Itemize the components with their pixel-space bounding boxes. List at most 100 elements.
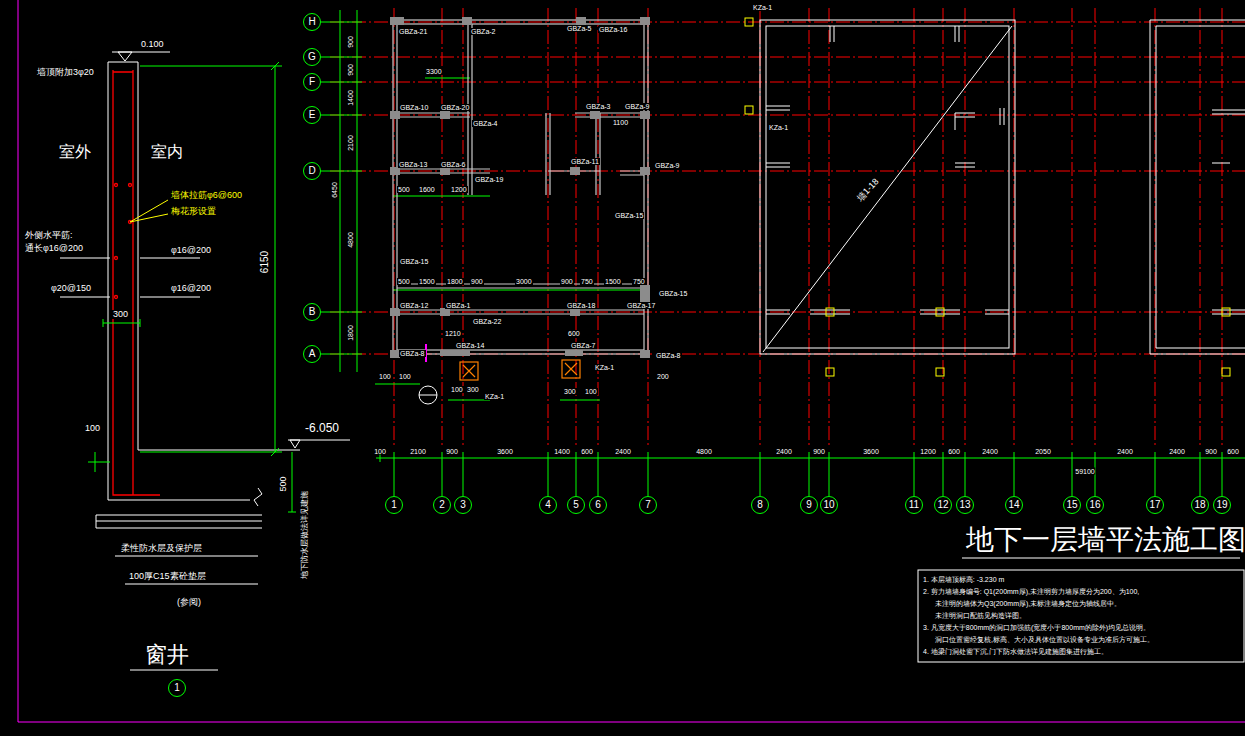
annotation-text: 2400 — [614, 448, 632, 455]
axis-label: 8 — [757, 500, 763, 510]
annotation-text: 1200 — [919, 448, 937, 455]
annotation-text: 900 — [470, 278, 484, 285]
annotation-text: 100 — [584, 388, 598, 395]
annotation-text: 600 — [580, 448, 594, 455]
axis-bubble: F — [303, 73, 321, 91]
axis-bubble: 2 — [433, 496, 451, 514]
annotation-text: GBZa-2 — [470, 28, 497, 35]
axis-label: G — [308, 52, 316, 62]
annotation-text: 墙顶附加3φ20 — [36, 68, 95, 77]
walls — [393, 20, 648, 354]
axis-label: 19 — [1216, 500, 1227, 510]
axis-bubble: 9 — [800, 496, 818, 514]
annotation-text: 300 — [466, 386, 480, 393]
annotation-text: 1500 — [418, 278, 436, 285]
axis-label: H — [308, 17, 315, 27]
annotation-text: GBZa-11 — [570, 158, 600, 165]
axis-bubble: G — [303, 48, 321, 66]
annotation-text: GBZa-10 — [399, 104, 429, 111]
annotation-text: 2100 — [347, 134, 354, 152]
axis-bubble: A — [303, 345, 321, 363]
annotation-text: 900 — [560, 278, 574, 285]
annotation-text: 100 — [450, 386, 464, 393]
annotation-text: 2400 — [1168, 448, 1186, 455]
axis-bubble: 8 — [751, 496, 769, 514]
axis-bubble: B — [303, 303, 321, 321]
annotation-text: 900 — [347, 35, 354, 49]
annotation-text: 100 — [84, 424, 101, 433]
axis-label: 13 — [959, 500, 970, 510]
axis-label: 3 — [460, 500, 466, 510]
annotation-text: 750 — [632, 278, 646, 285]
annotation-text: 墙1-18 — [855, 176, 881, 203]
annotation-text: GBZa-19 — [474, 176, 504, 183]
axis-bubble: H — [303, 13, 321, 31]
axis-bubble: 1 — [168, 679, 186, 697]
dimension-lines — [321, 10, 1245, 496]
axis-bubble: 7 — [639, 496, 657, 514]
axis-label: 4 — [545, 500, 551, 510]
annotation-text: 100 — [373, 448, 387, 455]
annotation-text: 2400 — [775, 448, 793, 455]
annotation-text: GBZa-16 — [598, 26, 628, 33]
kz-columns — [460, 360, 580, 380]
annotation-text: GBZa-6 — [440, 161, 467, 168]
annotation-text: 6450 — [331, 181, 338, 199]
axis-bubble: 19 — [1213, 496, 1231, 514]
annotation-text: 1600 — [418, 186, 436, 193]
annotation-text: 未注明洞口配筋见构造详图。 — [934, 612, 1027, 619]
annotation-text: GBZa-18 — [566, 302, 596, 309]
annotation-text: 1400 — [347, 89, 354, 107]
annotation-text: (参阅) — [176, 598, 202, 607]
annotation-text: GBZa-15 — [399, 258, 429, 265]
axis-label: 18 — [1194, 500, 1205, 510]
axis-label: 17 — [1149, 500, 1160, 510]
annotation-text: 未注明的墙体为Q3(200mm厚),未标注墙身定位为轴线居中。 — [934, 600, 1122, 607]
axis-label: A — [309, 349, 316, 359]
annotation-text: 4800 — [347, 231, 354, 249]
axis-bubble: 1 — [385, 496, 403, 514]
annotation-text: 2. 剪力墙墙身编号: Q1(200mm厚),未注明剪力墙厚度分为200、为10… — [922, 588, 1140, 595]
drawing-title: 地下一层墙平法施工图 — [966, 526, 1245, 554]
axis-label: B — [309, 307, 316, 317]
axis-bubble: 6 — [589, 496, 607, 514]
axis-bubble: 10 — [820, 496, 838, 514]
axis-bubble: 16 — [1086, 496, 1104, 514]
axis-bubble: 15 — [1063, 496, 1081, 514]
annotation-text: GBZa-21 — [398, 28, 428, 35]
annotation-text: GBZa-20 — [440, 104, 470, 111]
annotation-text: 600 — [947, 448, 961, 455]
annotation-text: GBZa-5 — [566, 25, 593, 32]
axis-label: 15 — [1066, 500, 1077, 510]
annotation-text: KZa-1 — [752, 4, 773, 11]
annotation-text: 3600 — [862, 448, 880, 455]
annotation-text: 梅花形设置 — [170, 207, 217, 216]
axis-label: 2 — [439, 500, 445, 510]
axis-bubble: 5 — [567, 496, 585, 514]
annotation-text: 900 — [347, 63, 354, 77]
annotation-text: 0.100 — [140, 40, 165, 49]
annotation-text: 窗井 — [144, 644, 190, 666]
annotation-text: 100 — [378, 373, 392, 380]
annotation-text: 100厚C15素砼垫层 — [128, 572, 207, 581]
annotation-text: GBZa-8 — [655, 352, 682, 359]
annotation-text: 4. 地梁门洞处需下沉,门下防水做法详见建施图集进行施工。 — [922, 648, 1109, 655]
axis-label: 14 — [1008, 500, 1019, 510]
annotation-text: GBZa-13 — [398, 161, 428, 168]
annotation-text: 4800 — [695, 448, 713, 455]
annotation-text: GBZa-22 — [472, 318, 502, 325]
annotation-text: 900 — [812, 448, 826, 455]
annotation-text: 59100 — [1074, 468, 1095, 475]
annotation-text: -6.050 — [304, 422, 340, 434]
annotation-text: GBZa-9 — [654, 162, 681, 169]
annotation-text: 500 — [397, 186, 411, 193]
annotation-text: KZa-1 — [594, 364, 615, 371]
annotation-text: φ20@150 — [50, 284, 92, 293]
annotation-text: KZa-1 — [484, 393, 505, 400]
annotation-text: 2100 — [409, 448, 427, 455]
annotation-text: GBZa-4 — [472, 120, 499, 127]
axis-label: 16 — [1089, 500, 1100, 510]
annotation-text: 1800 — [347, 324, 354, 342]
axis-label: 10 — [823, 500, 834, 510]
annotation-text: 500 — [397, 278, 411, 285]
